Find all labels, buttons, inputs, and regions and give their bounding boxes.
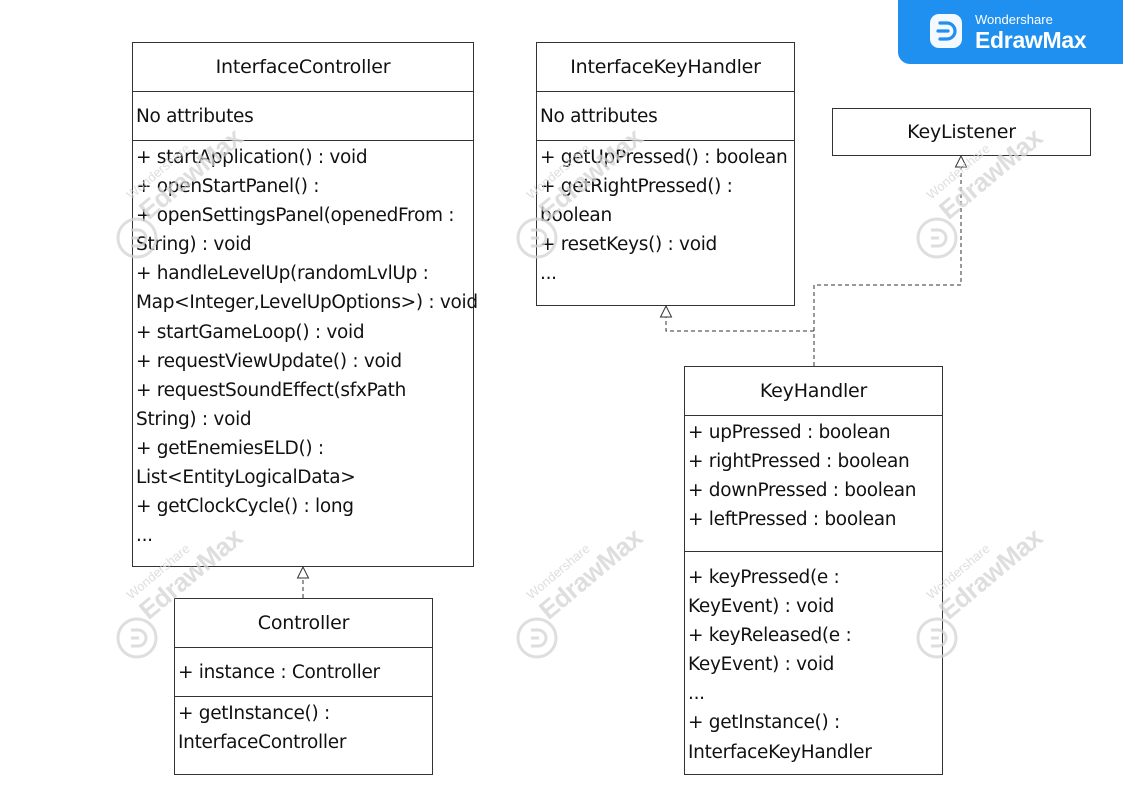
method-line: InterfaceController (178, 732, 347, 754)
method-line: + startGameLoop() : void (136, 321, 365, 343)
brand-product: EdrawMax (975, 27, 1087, 53)
method-line: + openSettingsPanel(openedFrom : (136, 205, 455, 227)
method-line: + getClockCycle() : long (136, 496, 354, 518)
class-interface-key-handler[interactable]: InterfaceKeyHandler No attributes + getU… (536, 42, 795, 306)
method-line: + keyPressed(e : (688, 567, 840, 588)
method-line: ... (136, 525, 153, 547)
method-line: KeyEvent) : void (688, 596, 835, 618)
attributes-section: No attributes (537, 92, 794, 141)
method-line: String) : void (136, 408, 252, 430)
method-line: + startApplication() : void (136, 147, 368, 168)
class-name: KeyListener (907, 121, 1016, 143)
attribute-line: + rightPressed : boolean (688, 451, 910, 473)
attributes-section: No attributes (133, 92, 473, 141)
method-line: + getInstance() : (178, 703, 330, 724)
attributes-section: + upPressed : boolean + rightPressed : b… (685, 416, 942, 552)
attributes-section: + instance : Controller (175, 648, 432, 697)
methods-section: + startApplication() : void + openStartP… (133, 141, 478, 550)
attribute-line: + upPressed : boolean (688, 422, 891, 443)
hollow-arrowhead (296, 565, 310, 579)
method-line: ... (688, 683, 705, 705)
keyhandler-realizes-interface-key-handler (665, 317, 815, 366)
method-line: + getRightPressed() : (540, 176, 733, 198)
methods-section: + keyPressed(e : KeyEvent) : void + keyR… (685, 552, 942, 767)
class-key-handler[interactable]: KeyHandler + upPressed : boolean + right… (684, 366, 943, 775)
class-name: Controller (175, 599, 432, 648)
attribute-line: + leftPressed : boolean (688, 509, 897, 531)
class-name: InterfaceKeyHandler (537, 43, 794, 92)
method-line: InterfaceKeyHandler (688, 741, 872, 763)
keyhandler-realizes-key-listener (813, 167, 962, 331)
attribute-line: + instance : Controller (178, 662, 380, 683)
class-name: InterfaceController (133, 43, 473, 92)
class-name: KeyHandler (685, 367, 942, 416)
method-line: + keyReleased(e : (688, 625, 852, 647)
attribute-line: No attributes (540, 106, 658, 127)
edrawmax-logo-icon (930, 14, 962, 48)
attribute-line: No attributes (136, 106, 254, 127)
class-controller[interactable]: Controller + instance : Controller + get… (174, 598, 433, 775)
attribute-line: + downPressed : boolean (688, 480, 917, 502)
hollow-arrowhead (954, 154, 968, 168)
methods-section: + getUpPressed() : boolean + getRightPre… (537, 141, 794, 288)
method-line: + requestSoundEffect(sfxPath (136, 379, 407, 401)
method-line: + openStartPanel() : (136, 176, 320, 198)
method-line: + getInstance() : (688, 712, 840, 734)
method-line: + requestViewUpdate() : void (136, 350, 402, 372)
method-line: List<EntityLogicalData> (136, 467, 356, 489)
method-line: String) : void (136, 234, 252, 256)
class-key-listener[interactable]: KeyListener (832, 108, 1091, 156)
methods-section: + getInstance() : InterfaceController (175, 697, 432, 757)
method-line: + resetKeys() : void (540, 234, 717, 256)
method-line: + handleLevelUp(randomLvlUp : (136, 263, 429, 285)
method-line: + getEnemiesELD() : (136, 437, 324, 459)
method-line: Map<Integer,LevelUpOptions>) : void (136, 292, 478, 314)
method-line: + getUpPressed() : boolean (540, 147, 788, 168)
method-line: KeyEvent) : void (688, 654, 835, 676)
method-line: ... (540, 263, 557, 285)
hollow-arrowhead (659, 304, 673, 318)
brand-badge[interactable]: Wondershare EdrawMax (898, 0, 1123, 64)
class-interface-controller[interactable]: InterfaceController No attributes + star… (132, 42, 478, 567)
method-line: boolean (540, 205, 612, 227)
brand-company: Wondershare (975, 12, 1053, 27)
